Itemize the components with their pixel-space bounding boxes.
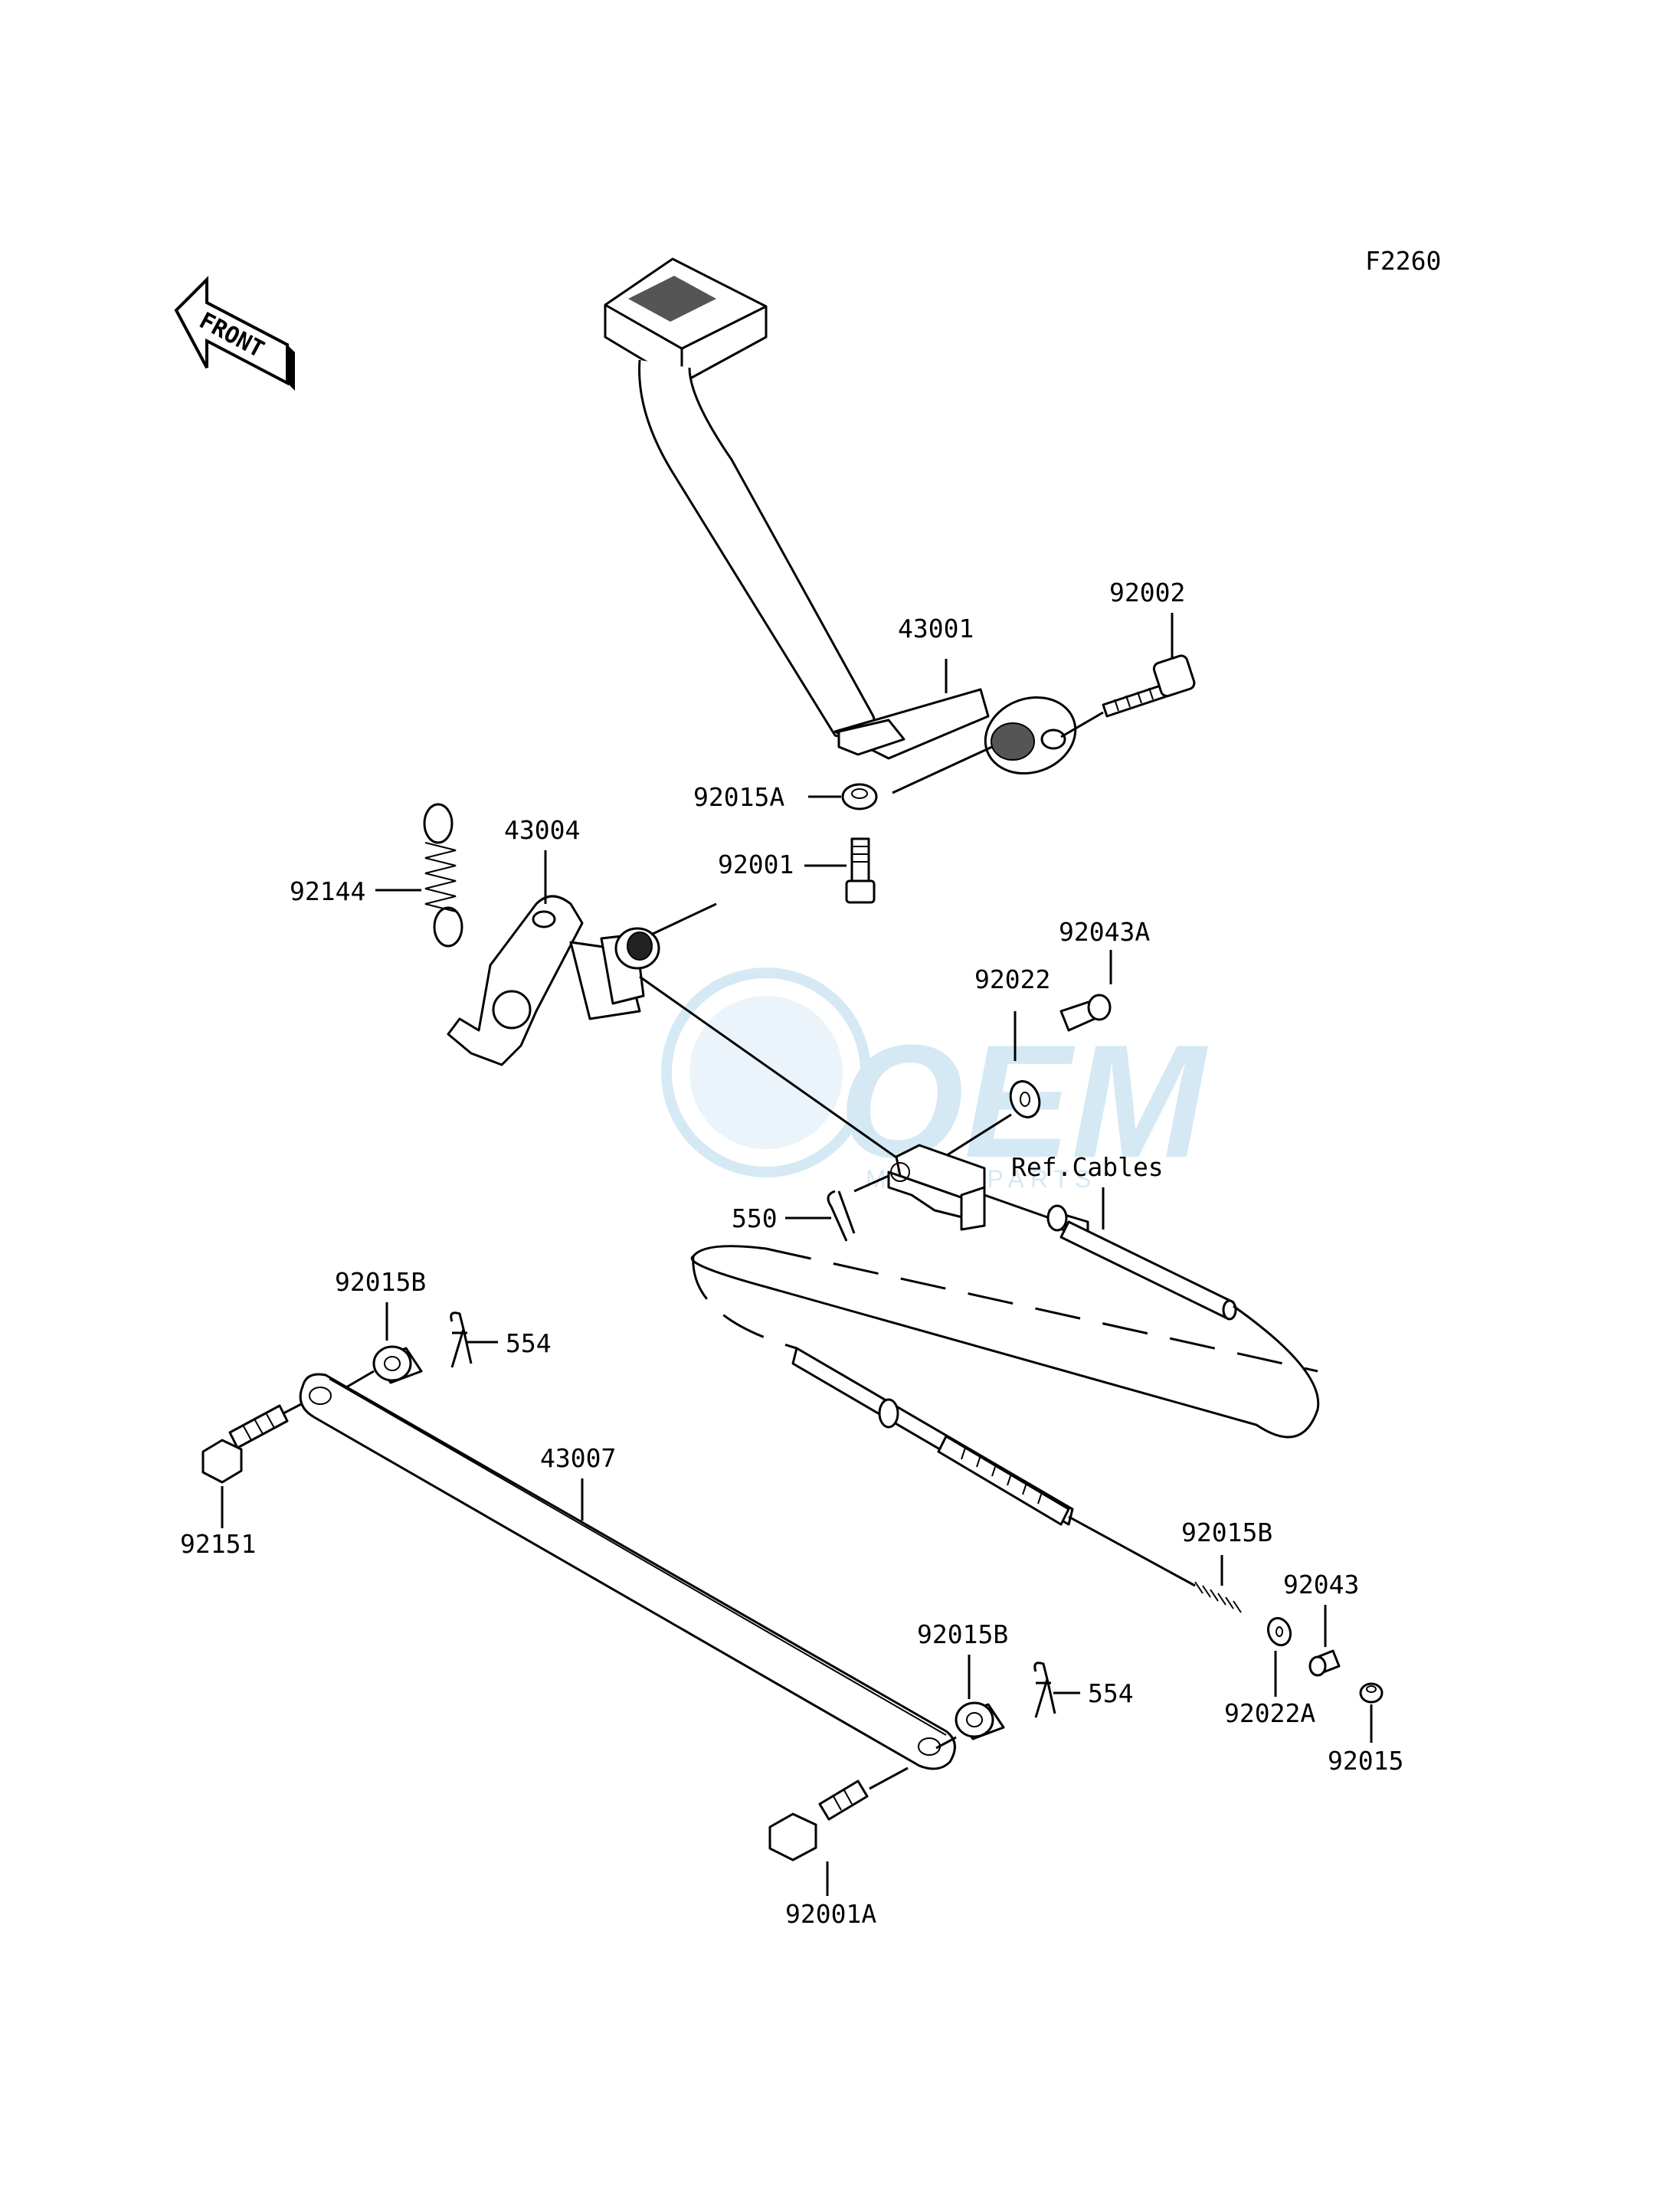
callout-92022: 92022 xyxy=(974,964,1050,994)
callout-92015A: 92015A xyxy=(693,782,784,812)
link-rod-43007 xyxy=(299,1373,956,1770)
nut-92015A xyxy=(841,783,878,810)
callout-92022A: 92022A xyxy=(1224,1698,1315,1728)
callout-92043A: 92043A xyxy=(1059,917,1150,947)
callout-550: 550 xyxy=(732,1203,778,1233)
callout-ref-cables: Ref.Cables xyxy=(1011,1152,1164,1182)
callout-92015B-bottom: 92015B xyxy=(917,1619,1008,1649)
callout-43001: 43001 xyxy=(898,614,974,643)
bolt-92001 xyxy=(845,837,876,904)
clip-554-top xyxy=(450,1311,473,1368)
pin-92043A xyxy=(1059,994,1112,1032)
washer-92022 xyxy=(1009,1080,1041,1118)
clevis xyxy=(887,1144,986,1231)
callout-92144: 92144 xyxy=(290,876,365,906)
figure-code: F2260 xyxy=(1365,246,1441,276)
brake-cable-43012 xyxy=(690,1193,1320,1613)
collar-92015B-bottom xyxy=(955,1701,1005,1740)
callout-92001A: 92001A xyxy=(785,1899,876,1929)
nut-92015 xyxy=(1359,1682,1384,1704)
callout-43012: 92015B xyxy=(1181,1518,1272,1547)
callout-554-bottom: 554 xyxy=(1088,1678,1134,1708)
spring-92144 xyxy=(423,803,463,948)
bolt-92002 xyxy=(1102,654,1196,718)
callout-92015: 92015 xyxy=(1328,1746,1403,1776)
cotter-pin-550 xyxy=(827,1190,856,1242)
brake-pedal-43001 xyxy=(604,257,1077,775)
callout-554-top: 554 xyxy=(506,1328,552,1358)
collar-92015B-top xyxy=(372,1345,423,1384)
callout-92151: 92151 xyxy=(180,1529,256,1559)
washer-92022A xyxy=(1266,1616,1292,1647)
brake-arm-43004 xyxy=(447,895,660,1066)
callout-92001: 92001 xyxy=(718,850,794,879)
callout-43004: 43004 xyxy=(504,815,580,845)
callout-92043: 92043 xyxy=(1283,1570,1359,1599)
pin-92043 xyxy=(1308,1649,1341,1677)
bolt-92151 xyxy=(201,1404,289,1484)
callout-92002: 92002 xyxy=(1109,578,1185,607)
callout-43007: 43007 xyxy=(540,1443,616,1473)
bolt-92001A xyxy=(768,1780,869,1861)
callout-92015B-top-label-final: 92015B xyxy=(335,1267,426,1297)
front-arrow-icon: FRONT xyxy=(174,276,295,391)
clip-554-bottom xyxy=(1033,1662,1056,1718)
